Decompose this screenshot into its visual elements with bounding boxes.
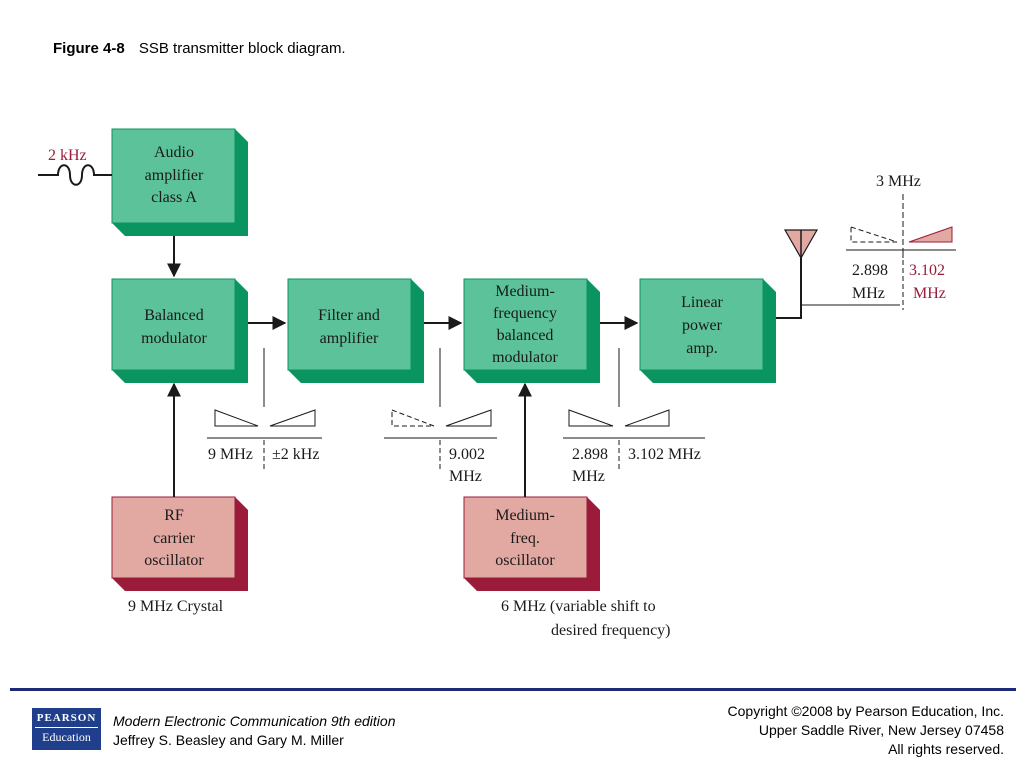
balanced-mod-line-2: modulator (141, 330, 207, 347)
audio-input-sine-line (38, 164, 112, 186)
filter-amp-line-1: Filter and (318, 307, 380, 324)
copyright-notice: Copyright ©2008 by Pearson Education, In… (728, 702, 1004, 759)
rf-osc-note: 9 MHz Crystal (128, 598, 224, 615)
audio-input-label: 2 kHz (48, 147, 87, 164)
publisher-address: Upper Saddle River, New Jersey 07458 (758, 722, 1004, 738)
svg-text:Medium-freq.oscillator: Medium-freq. oscillator (495, 507, 555, 569)
balanced-mod-line-1: Balanced (144, 307, 204, 324)
mf-bal-mod-line-4: modulator (492, 349, 558, 366)
figure-number: Figure 4-8 (53, 40, 125, 57)
rights-reserved: All rights reserved. (888, 741, 1004, 757)
audio-amp-line-1: Audio (154, 144, 194, 161)
copyright-line: Copyright ©2008 by Pearson Education, In… (727, 703, 1004, 719)
rf-osc-line-2: carrier (153, 530, 195, 547)
spectrum-dsb: 9 MHz ±2 kHz (207, 348, 322, 470)
audio-amplifier-block: Audio amplifier class A (111, 128, 248, 236)
rf-osc-line-1: RF (164, 507, 184, 524)
balanced-modulator-block: Balanced modulator (111, 278, 248, 383)
pearson-logo: PEARSON Education (32, 708, 101, 750)
mf-bal-mod-line-3: balanced (497, 327, 554, 344)
rf-carrier-oscillator-block: RF carrier oscillator (111, 496, 248, 591)
book-info: Modern Electronic Communication 9th edit… (113, 712, 395, 750)
footer-rule (10, 688, 1016, 691)
mf-osc-line-1: Medium- (495, 507, 555, 524)
figure-caption: Figure 4-8 SSB transmitter block diagram… (53, 40, 346, 57)
antenna-icon (783, 229, 819, 260)
mf-bal-mod-line-2: frequency (493, 305, 557, 322)
linear-amp-line-3: amp. (686, 340, 718, 357)
book-authors: Jeffrey S. Beasley and Gary M. Miller (113, 732, 344, 748)
linear-amp-line-1: Linear (681, 294, 723, 311)
spectrum-4-center-label: 3 MHz (876, 173, 921, 190)
mf-osc-line-3: oscillator (495, 552, 555, 569)
rf-osc-line-3: oscillator (144, 552, 204, 569)
spectrum-3-upper-label: 3.102 MHz (628, 446, 701, 463)
linear-power-amp-block: Linear power amp. (639, 278, 776, 383)
audio-amp-line-2: amplifier (145, 167, 204, 184)
filter-amp-line-2: amplifier (320, 330, 379, 347)
spectrum-1-sideband-label: ±2 kHz (272, 446, 319, 463)
linear-amp-line-2: power (682, 317, 723, 334)
mf-osc-line-2: freq. (510, 530, 540, 547)
book-title: Modern Electronic Communication 9th edit… (113, 713, 396, 729)
linear-to-antenna-line (776, 258, 802, 319)
medium-frequency-balanced-modulator-block: Medium-frequency balanced modulator (463, 278, 600, 383)
medium-freq-oscillator-block: Medium-freq. oscillator (463, 496, 600, 591)
spectrum-1-carrier-label: 9 MHz (208, 446, 253, 463)
audio-amp-line-3: class A (151, 189, 197, 206)
filter-amplifier-block: Filter and amplifier (287, 278, 424, 383)
figure-title: SSB transmitter block diagram. (138, 40, 346, 57)
mf-bal-mod-line-1: Medium- (495, 283, 555, 300)
signal-connections (38, 164, 802, 497)
